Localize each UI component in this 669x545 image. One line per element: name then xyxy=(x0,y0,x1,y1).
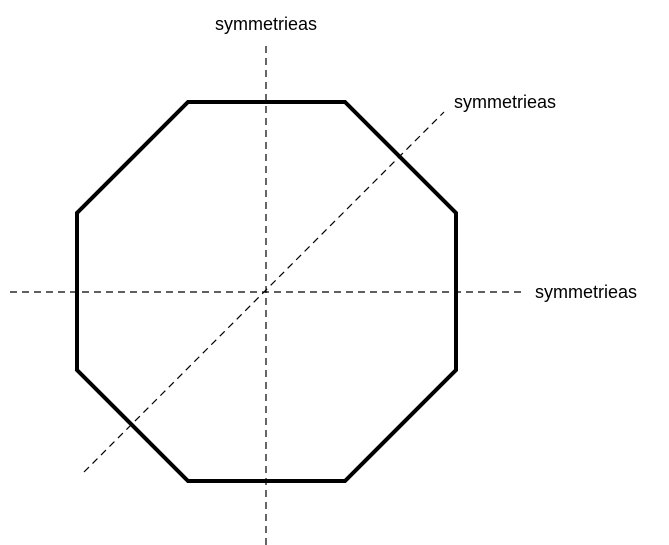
vertical-axis-label: symmetrieas xyxy=(215,14,317,34)
diagonal-axis-label: symmetrieas xyxy=(454,92,556,112)
diagonal-symmetry-axis xyxy=(83,111,445,473)
octagon-outline xyxy=(75,100,458,483)
horizontal-axis-label: symmetrieas xyxy=(535,282,637,302)
